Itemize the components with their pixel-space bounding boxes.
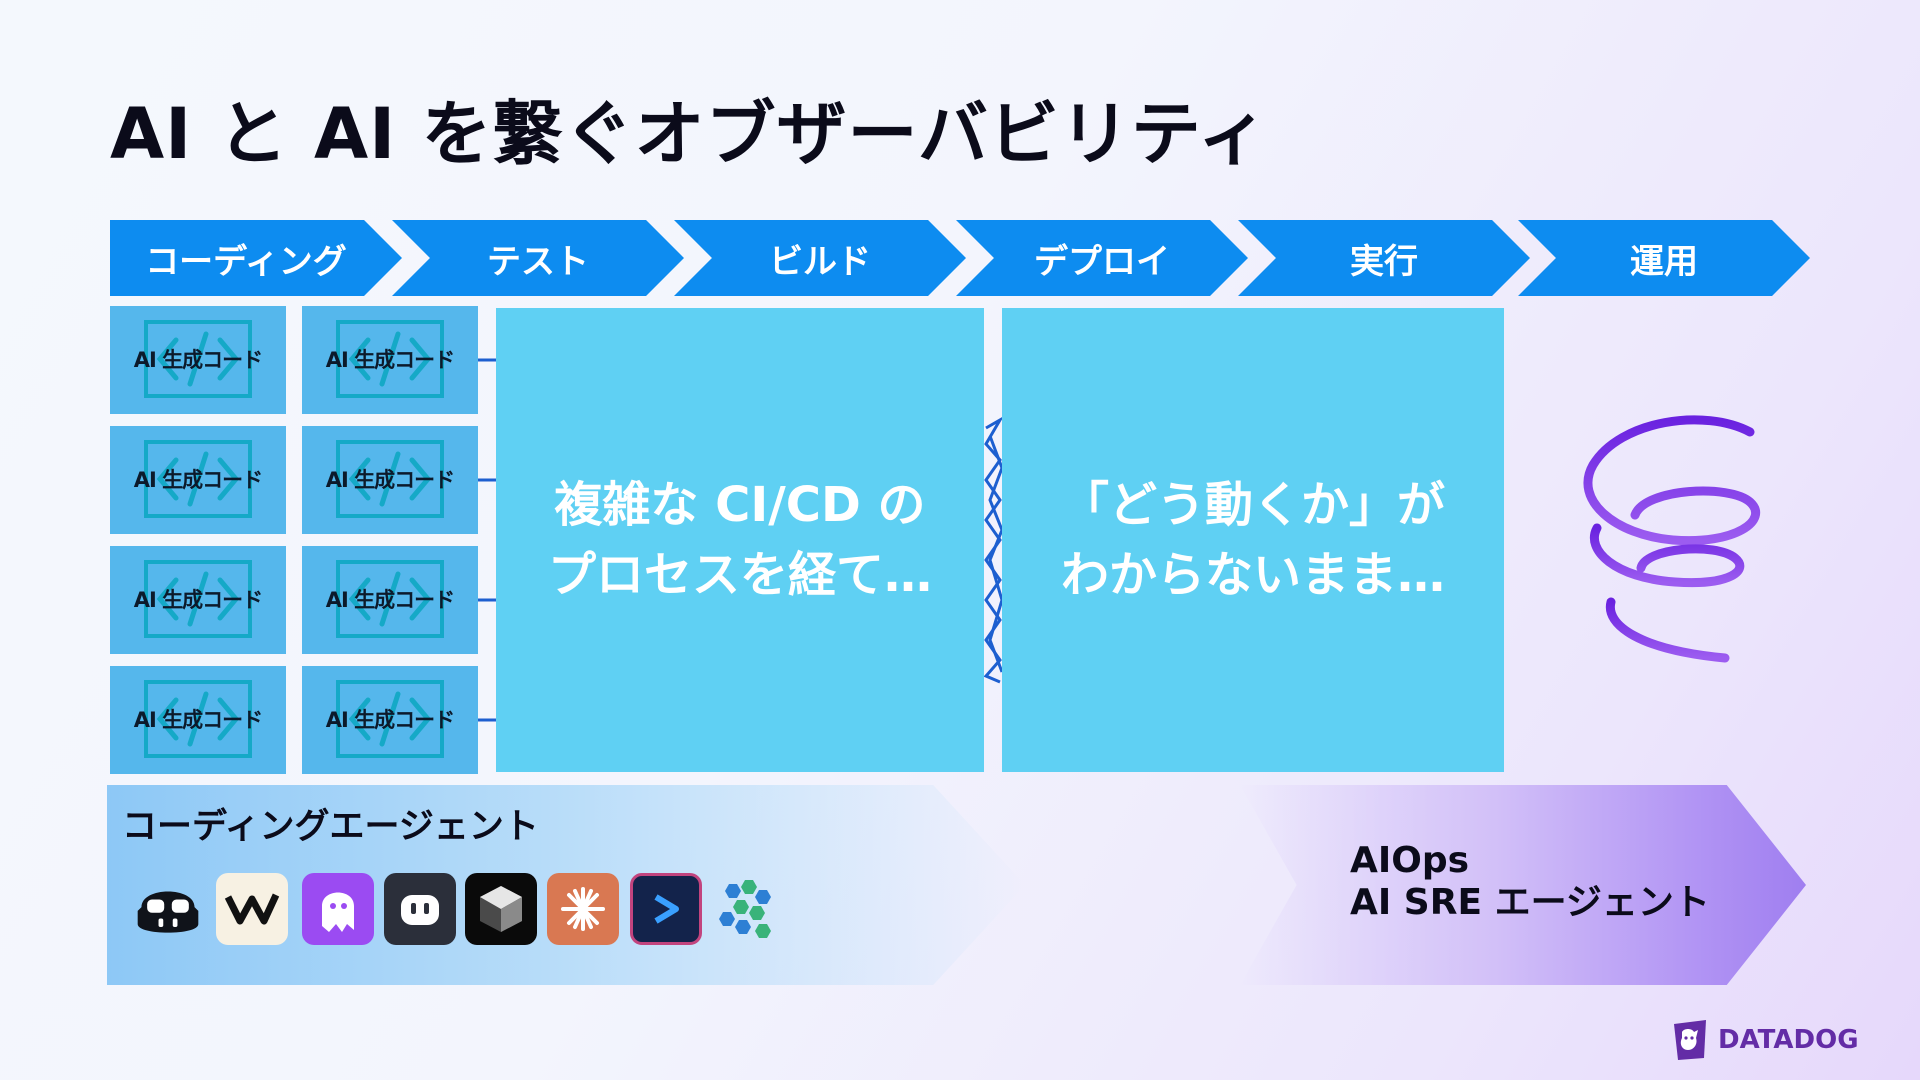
claude-icon <box>547 873 619 945</box>
tile-label: AI 生成コード <box>133 468 263 492</box>
stage-label: 運用 <box>1630 241 1698 282</box>
ai-code-tile: AI 生成コード <box>110 426 286 534</box>
robot-icon <box>384 873 456 945</box>
stage-label: テスト <box>487 241 589 282</box>
tile-label: AI 生成コード <box>325 468 455 492</box>
ai-code-tile: AI 生成コード <box>110 546 286 654</box>
tile-label: AI 生成コード <box>133 708 263 732</box>
box-line: 複雑な CI/CD の <box>554 477 926 533</box>
tile-label: AI 生成コード <box>133 348 263 372</box>
code-icon <box>156 451 240 507</box>
cube-icon <box>465 873 537 945</box>
stage-label: デプロイ <box>1034 241 1170 282</box>
box-line: プロセスを経て… <box>547 547 932 603</box>
box-line: 「どう動くか」が <box>1060 477 1445 533</box>
aiops-line: AIOps <box>1350 840 1470 881</box>
stage-label: ビルド <box>769 241 871 282</box>
code-icon <box>348 571 432 627</box>
code-icon <box>348 331 432 387</box>
stage-build: ビルド <box>674 220 966 296</box>
terminal-icon <box>630 873 702 945</box>
code-frame <box>144 560 252 638</box>
stage-operate: 運用 <box>1518 220 1810 296</box>
code-frame <box>336 560 444 638</box>
complex-cicd-box: 複雑な CI/CD の プロセスを経て… <box>496 308 984 772</box>
code-frame <box>144 680 252 758</box>
spiral-icon <box>1583 415 1761 663</box>
code-icon <box>348 691 432 747</box>
copilot-icon <box>132 873 204 945</box>
stage-label: コーディング <box>145 241 347 282</box>
tile-label: AI 生成コード <box>325 588 455 612</box>
ai-code-tile: AI 生成コード <box>302 306 478 414</box>
stage-label: 実行 <box>1350 241 1418 282</box>
box-line: わからないまま… <box>1060 547 1445 603</box>
aiops-label: AIOps AI SRE エージェント <box>1350 840 1710 924</box>
page-title: AI と AI を繋ぐオブザーバビリティ <box>110 93 1269 175</box>
stage-deploy: デプロイ <box>956 220 1248 296</box>
code-frame <box>144 440 252 518</box>
datadog-logo: DATADOG <box>1670 1018 1859 1062</box>
datadog-dog-icon <box>1674 1020 1706 1060</box>
code-icon <box>156 571 240 627</box>
aiops-line: AI SRE エージェント <box>1350 882 1710 923</box>
ghost-icon <box>302 873 374 945</box>
tile-label: AI 生成コード <box>325 708 455 732</box>
unknown-behavior-box: 「どう動くか」が わからないまま… <box>1002 308 1504 772</box>
aiops-band <box>1240 785 1806 985</box>
ai-code-tile: AI 生成コード <box>110 306 286 414</box>
code-frame <box>336 440 444 518</box>
ai-code-tile: AI 生成コード <box>302 426 478 534</box>
code-frame <box>336 680 444 758</box>
ai-code-tile: AI 生成コード <box>302 546 478 654</box>
stage-coding: コーディング <box>110 220 402 296</box>
windsurf-icon <box>216 873 288 945</box>
code-frame <box>144 320 252 398</box>
ai-code-tile: AI 生成コード <box>302 666 478 774</box>
ai-code-tile: AI 生成コード <box>110 666 286 774</box>
hexagon-cluster-icon <box>712 873 784 945</box>
code-icon <box>348 451 432 507</box>
tile-label: AI 生成コード <box>133 588 263 612</box>
code-icon <box>156 691 240 747</box>
datadog-wordmark: DATADOG <box>1718 1025 1859 1055</box>
code-frame <box>336 320 444 398</box>
stage-run: 実行 <box>1238 220 1530 296</box>
tile-label: AI 生成コード <box>325 348 455 372</box>
stage-test: テスト <box>392 220 684 296</box>
coding-agents-label: コーディングエージェント <box>122 807 539 847</box>
code-icon <box>156 331 240 387</box>
